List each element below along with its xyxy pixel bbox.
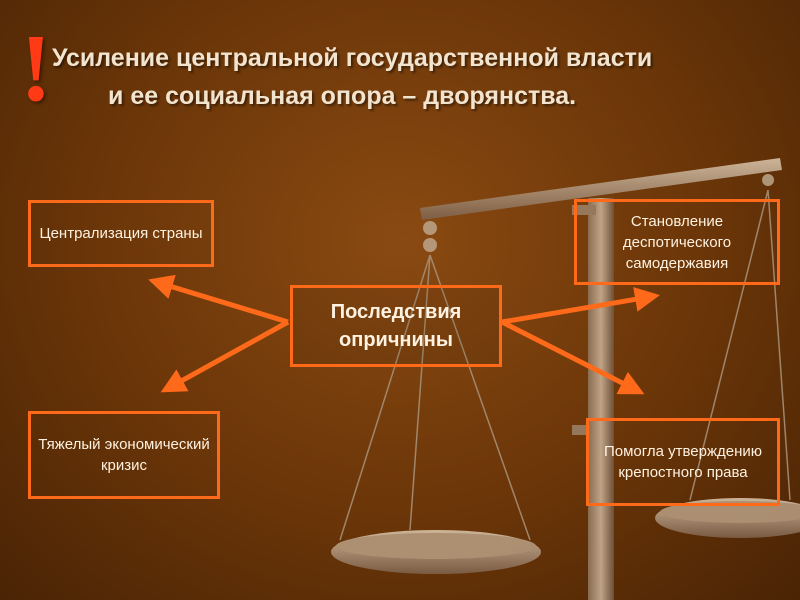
exclamation-mark: ! [20,14,52,121]
node-despotism: Становление деспотического самодержавия [574,199,780,285]
title-line-2: и ее социальная опора – дворянства. [108,82,577,110]
center-node: Последствия опричнины [290,285,502,367]
node-centralization: Централизация страны [28,200,214,267]
arrow-to-despotism [501,287,660,325]
node-serfdom: Помогла утверждению крепостного права [586,418,780,506]
arrow-to-crisis [160,319,290,393]
node-crisis: Тяжелый экономический кризис [28,411,220,499]
arrow-to-centralization [148,274,289,325]
arrow-to-serfdom [500,319,645,395]
title-line-1: Усиление центральной государственной вла… [52,44,653,72]
